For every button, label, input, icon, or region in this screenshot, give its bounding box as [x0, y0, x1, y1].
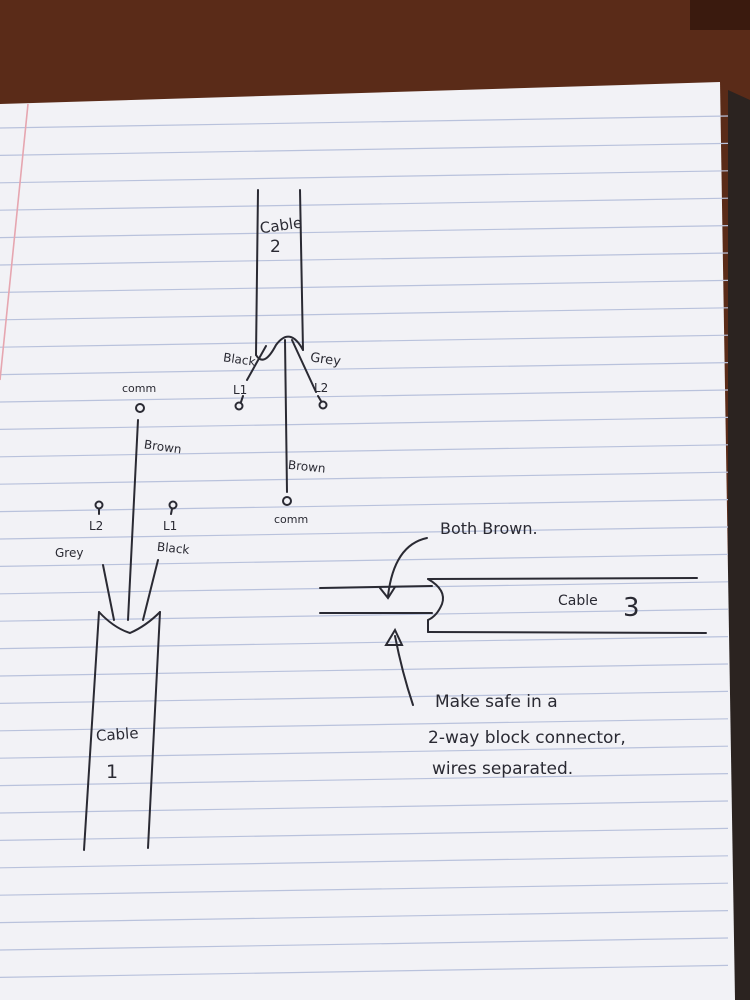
ruled-line — [0, 910, 729, 924]
ruled-line — [0, 663, 729, 677]
cable-2-label-line1: Cable — [259, 214, 304, 238]
ruled-line — [0, 773, 729, 787]
cable-1-l2-label: L2 — [89, 519, 103, 533]
cable-2-l1-terminal — [234, 401, 244, 411]
notebook-page — [0, 82, 735, 1000]
ruled-line — [0, 718, 729, 732]
cable-2-sheath-right — [299, 189, 304, 351]
cable-2-l2-terminal — [318, 400, 328, 410]
cable-1-label-line2: 1 — [106, 761, 118, 783]
ruled-line — [0, 937, 729, 951]
cable-3-wire-top — [319, 585, 433, 589]
note-make-safe-line3: wires separated. — [432, 759, 573, 779]
cable-2-grey-label: Grey — [309, 350, 342, 369]
cable-2-comm-terminal — [282, 496, 292, 506]
cable-2-l2-terminal-stem — [317, 395, 322, 402]
cable-2-sheath-left — [255, 189, 259, 356]
cable-2-brown-label: Brown — [287, 458, 326, 476]
cable-1-sheath-right — [147, 611, 161, 849]
cable-1-drawing — [83, 403, 178, 851]
ruled-line — [0, 636, 729, 650]
ruled-line — [0, 964, 729, 978]
ruled-line — [0, 745, 729, 759]
cable-1-sheath-left — [83, 611, 100, 851]
cable-3-label-line2: 3 — [623, 593, 640, 623]
cable-3-sheath-top — [427, 577, 698, 580]
cable-2-black-label: Black — [222, 350, 256, 368]
note-make-safe-line2: 2-way block connector, — [428, 728, 626, 748]
ruled-line — [0, 526, 729, 540]
ruled-line — [0, 827, 729, 841]
cable-1-label-line1: Cable — [95, 724, 139, 745]
ruled-line — [0, 389, 729, 403]
cable-2-l1-terminal-stem — [240, 395, 244, 403]
desk-edge-dark — [690, 0, 750, 30]
ruled-line — [0, 197, 729, 211]
paper-shadow-right — [728, 90, 750, 1000]
cable-2-l1-label: L1 — [233, 383, 247, 397]
ruled-line — [0, 471, 729, 485]
make-safe-arrow — [394, 635, 414, 706]
cable-1-grey-wire — [102, 564, 115, 621]
ruled-line — [0, 115, 729, 129]
cable-2-brown-wire — [284, 339, 288, 493]
ruled-line — [0, 416, 729, 430]
cable-2-label-line2: 2 — [270, 237, 281, 257]
cable-1-brown-label: Brown — [143, 437, 182, 456]
cable-2-l2-label: L2 — [314, 381, 328, 395]
ruled-line — [0, 499, 729, 513]
ruled-line — [0, 279, 729, 293]
ruled-line — [0, 608, 729, 622]
ruled-line — [0, 334, 729, 348]
cable-2-drawing — [234, 189, 328, 506]
cable-3-sheath-cut — [427, 578, 444, 633]
ruled-line — [0, 855, 729, 869]
cable-1-l1-label: L1 — [163, 519, 177, 533]
ruled-line — [0, 800, 729, 814]
cable-1-l1-terminal-stem — [170, 508, 173, 515]
both-brown-arrow — [387, 537, 428, 597]
ruled-line — [0, 225, 729, 239]
cable-2-comm-label: comm — [274, 513, 308, 526]
ruled-line — [0, 690, 729, 704]
cable-2-grey-wire — [291, 339, 317, 393]
note-both-brown: Both Brown. — [440, 519, 538, 538]
ruled-line — [0, 142, 729, 156]
cable-3-sheath-bottom — [427, 631, 707, 634]
cable-1-grey-label: Grey — [55, 546, 83, 560]
ruled-line — [0, 170, 729, 184]
cable-1-comm-label: comm — [122, 382, 156, 395]
make-safe-arrowhead — [384, 627, 404, 646]
ruled-line — [0, 882, 729, 896]
cable-1-brown-wire — [127, 419, 139, 621]
cable-3-drawing — [319, 537, 707, 706]
ruled-line — [0, 444, 729, 458]
ruled-line — [0, 362, 729, 376]
cable-2-black-wire — [246, 345, 267, 381]
ruled-line — [0, 307, 729, 321]
cable-1-l1-terminal — [168, 500, 178, 510]
cable-2-sheath-cut — [255, 335, 304, 361]
cable-1-black-wire — [142, 559, 159, 621]
ruled-line — [0, 553, 729, 567]
cable-3-label-line1: Cable — [558, 593, 598, 609]
cable-1-sheath-cut — [98, 611, 161, 635]
note-make-safe-line1: Make safe in a — [435, 692, 558, 712]
both-brown-arrowhead — [379, 586, 396, 600]
ruled-line — [0, 252, 729, 266]
cable-1-black-label: Black — [156, 540, 190, 557]
margin-line — [0, 103, 29, 381]
ruled-lines — [0, 115, 729, 978]
cable-1-comm-terminal — [135, 403, 145, 413]
